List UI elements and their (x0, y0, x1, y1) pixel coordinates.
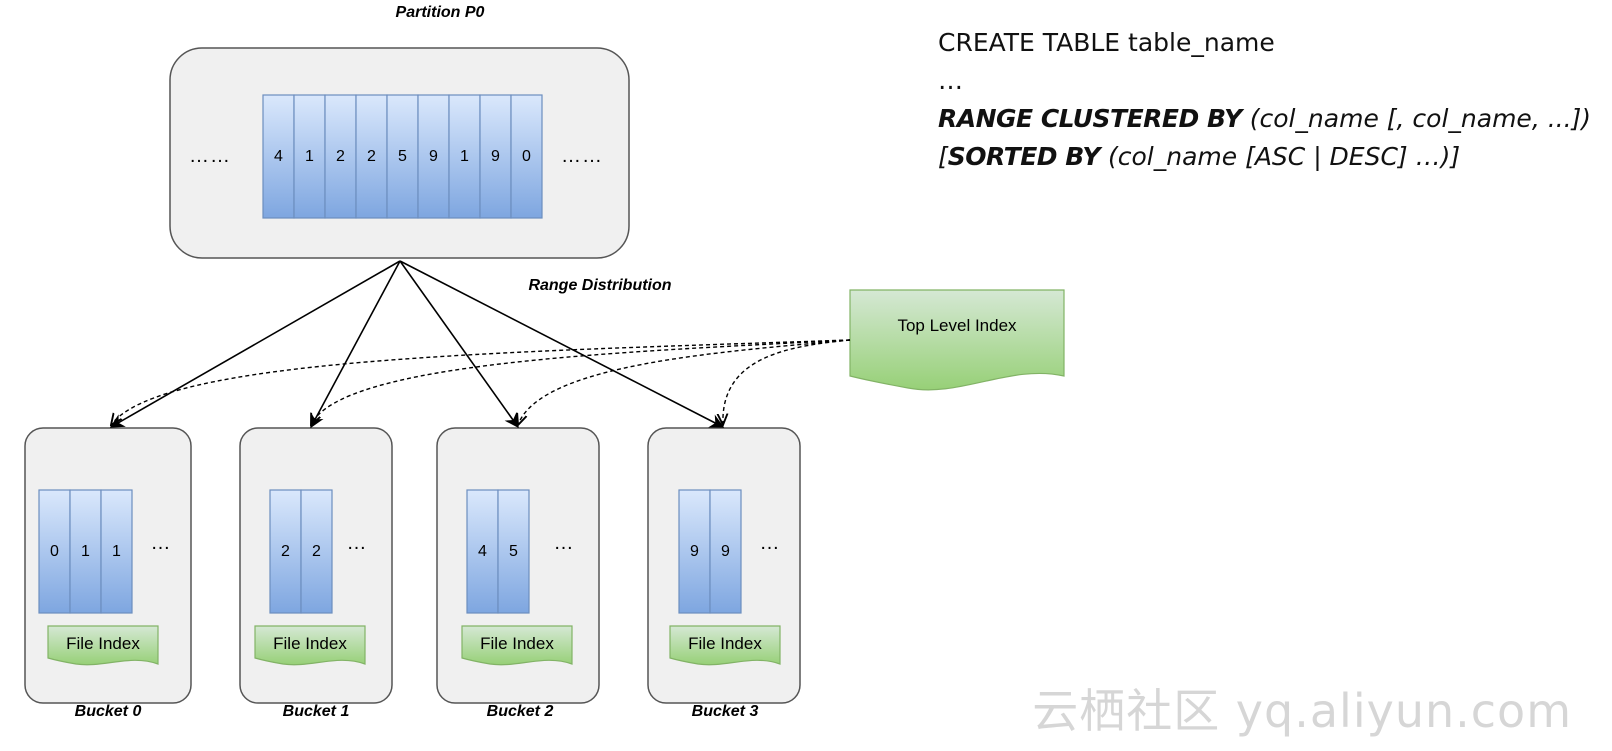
bucket-1-cell-1-rect (300, 489, 333, 614)
bucket-2-cell-1: 5 (509, 542, 518, 560)
partition-cell-0: 4 (274, 147, 283, 165)
partition-cell-5-rect (417, 94, 450, 219)
bucket-2-ellipsis: … (553, 531, 575, 554)
sql-line-4: [SORTED BY (col_name [ASC | DESC] …)] (938, 138, 1598, 176)
bucket-2-cell-1-rect (497, 489, 530, 614)
partition-ellipsis-left: …… (189, 144, 231, 167)
bucket-3-cell-1: 9 (721, 542, 730, 560)
partition-cell-3: 2 (367, 147, 376, 165)
partition-cell-1-rect (293, 94, 326, 219)
partition-cell-1: 1 (305, 147, 314, 165)
partition-cell-2-rect (324, 94, 357, 219)
partition-cell-0-rect (262, 94, 295, 219)
index-arrow-0 (111, 339, 851, 425)
partition-cell-4-rect (386, 94, 419, 219)
sql-range-clustered-args: (col_name [, col_name, ...]) (1241, 104, 1592, 133)
file-index-doc-2 (461, 625, 573, 666)
sql-sorted-by-keyword: SORTED BY (947, 142, 1101, 171)
bucket-1-cell-0-rect (269, 489, 302, 614)
partition-cell-2: 2 (336, 147, 345, 165)
bucket-3-cell-0-rect (678, 489, 711, 614)
range-distribution-label: Range Distribution (528, 277, 672, 294)
bucket-3-file-index-label: File Index (688, 634, 762, 653)
bucket-0-label: Bucket 0 (74, 703, 142, 720)
bucket-0-cell-1-rect (69, 489, 102, 614)
partition-ellipsis-right: …… (561, 144, 603, 167)
bucket-1-file-index-label: File Index (273, 634, 347, 653)
partition-title: Partition P0 (395, 4, 485, 21)
sql-line-2: … (938, 66, 963, 95)
sql-sorted-by-args: (col_name [ASC | DESC] …)] (1100, 142, 1461, 171)
bucket-3-cell-1-rect (709, 489, 742, 614)
sql-snippet: CREATE TABLE table_name … RANGE CLUSTERE… (938, 24, 1598, 176)
bucket-0-cell-2-rect (100, 489, 133, 614)
bucket-0-cell-1: 1 (81, 542, 90, 560)
watermark: 云栖社区 yq.aliyun.com (1032, 684, 1572, 738)
range-arrow-1 (310, 260, 401, 429)
bucket-0-file-index-label: File Index (66, 634, 140, 653)
partition-cell-8: 0 (522, 147, 531, 165)
partition-cell-3-rect (355, 94, 388, 219)
bucket-3-cell-0: 9 (690, 542, 699, 560)
index-arrow-3 (723, 339, 851, 425)
partition-cell-5: 9 (429, 147, 438, 165)
partition-cell-8-rect (510, 94, 543, 219)
range-arrow-0 (109, 260, 401, 428)
partition-cell-7: 9 (491, 147, 500, 165)
bucket-0-cell-0: 0 (50, 542, 59, 560)
bucket-1-ellipsis: … (346, 531, 368, 554)
bucket-3-label: Bucket 3 (691, 703, 759, 720)
range-arrow-2 (399, 260, 519, 429)
bucket-3-ellipsis: … (759, 531, 781, 554)
file-index-doc-3 (669, 625, 781, 666)
file-index-doc-0 (47, 625, 159, 666)
sql-line-3: RANGE CLUSTERED BY (col_name [, col_name… (938, 100, 1598, 138)
sql-bracket-open: [ (938, 142, 948, 171)
bucket-2-label: Bucket 2 (486, 703, 554, 720)
bucket-0-ellipsis: … (150, 531, 172, 554)
bucket-1-cell-1: 2 (312, 542, 321, 560)
partition-cells (262, 94, 543, 219)
bucket-cells (38, 489, 742, 614)
file-index-doc-1 (254, 625, 366, 666)
bucket-1-label: Bucket 1 (282, 703, 350, 720)
range-arrow-3 (399, 260, 725, 428)
bucket-0-cell-2: 1 (112, 542, 121, 560)
index-arrow-1 (311, 339, 851, 425)
bucket-2-file-index-label: File Index (480, 634, 554, 653)
top-level-index-doc (849, 289, 1065, 391)
bucket-2-cell-0: 4 (478, 542, 487, 560)
sql-line-1: CREATE TABLE table_name (938, 28, 1275, 57)
index-arrow-2 (518, 339, 851, 425)
sql-range-clustered-keyword: RANGE CLUSTERED BY (938, 104, 1242, 133)
partition-cell-7-rect (479, 94, 512, 219)
partition-cell-4: 5 (398, 147, 407, 165)
bucket-1-cell-0: 2 (281, 542, 290, 560)
partition-cell-6: 1 (460, 147, 469, 165)
top-level-index-label: Top Level Index (897, 316, 1017, 335)
